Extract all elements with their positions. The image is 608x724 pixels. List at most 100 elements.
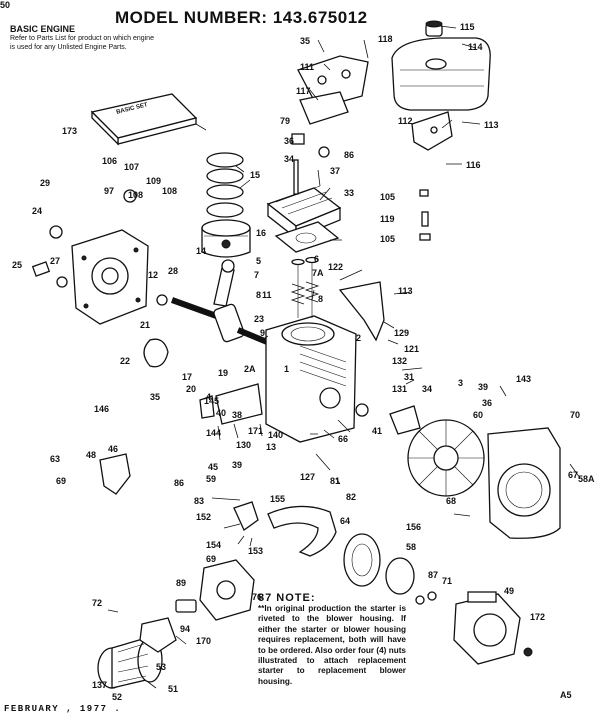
callout-label: 112	[398, 116, 413, 126]
section-heading: BASIC ENGINE	[10, 24, 76, 34]
callout-label: 108	[162, 186, 178, 196]
note-body: **In original production the starter is …	[258, 604, 406, 686]
note-title: 87 NOTE:	[258, 592, 316, 604]
callout-label: 82	[346, 492, 357, 502]
callout-label: 5	[256, 256, 262, 266]
callout-label: 69	[56, 476, 67, 486]
callout-label: 129	[394, 328, 410, 338]
callout-label: 51	[168, 684, 179, 694]
callout-label: 140	[268, 430, 284, 440]
callout-label: 11	[262, 290, 272, 300]
callout-label: 60	[473, 410, 484, 420]
tank-mount-bracket-icon	[411, 111, 453, 151]
callout-label: 106	[102, 156, 118, 166]
callout-label: 46	[108, 444, 119, 454]
callout-label: 49	[504, 586, 515, 596]
callout-label: 81	[330, 476, 341, 486]
callout-label: 89	[176, 578, 187, 588]
callout-label: 63	[50, 454, 61, 464]
callout-label: 109	[146, 176, 162, 186]
callout-label: 121	[404, 344, 420, 354]
callout-label: 76	[252, 592, 263, 602]
callout-label: 35	[300, 36, 311, 46]
callout-label: 34	[422, 384, 433, 394]
callout-label: 97	[104, 186, 115, 196]
callout-label: 170	[196, 636, 212, 646]
callout-label: 72	[92, 598, 103, 608]
small-parts-icon	[31, 133, 533, 657]
callout-label: 114	[468, 42, 483, 52]
callout-label: 31	[404, 372, 415, 382]
callout-label: 87	[428, 570, 439, 580]
callout-label: 173	[62, 126, 78, 136]
callout-label: 107	[124, 162, 140, 172]
section-note: Refer to Parts List for product on which…	[10, 35, 154, 51]
callout-label: 36	[482, 398, 493, 408]
callout-label: 171	[248, 426, 264, 436]
callout-label: 13	[266, 442, 277, 452]
callout-label: 39	[478, 382, 489, 392]
model-label: MODEL NUMBER:	[115, 8, 268, 27]
callout-label: 6	[314, 254, 320, 264]
callout-label: 130	[236, 440, 252, 450]
callout-label: 2	[356, 333, 362, 343]
callout-label: 113	[484, 120, 499, 130]
callout-label: 59	[206, 474, 217, 484]
callout-label: 116	[466, 160, 481, 170]
callout-label: 105	[380, 234, 396, 244]
callout-label: 41	[372, 426, 383, 436]
callout-label: 36	[284, 136, 295, 146]
callout-label: 39	[232, 460, 243, 470]
callout-label: 7	[254, 270, 260, 280]
valves-springs-icon	[290, 256, 320, 318]
callout-label: 146	[94, 404, 110, 414]
callout-label: 79	[280, 116, 291, 126]
callout-label: 1	[284, 364, 290, 374]
callout-label: 38	[232, 410, 243, 420]
callout-label: 4	[206, 392, 212, 402]
callout-label: 68	[446, 496, 457, 506]
callout-label: 152	[196, 512, 212, 522]
callout-label: 105	[380, 192, 396, 202]
callout-label: 45	[208, 462, 219, 472]
piston-rings-icon	[206, 152, 244, 218]
callout-label: 132	[392, 356, 408, 366]
callout-label: 40	[216, 408, 227, 418]
callout-label: 50	[0, 0, 11, 10]
callout-label: 71	[442, 576, 453, 586]
callout-label: 35	[150, 392, 161, 402]
callout-label: 58A	[578, 474, 595, 484]
callout-label: 33	[344, 188, 355, 198]
piston-icon	[201, 219, 251, 258]
callout-label: 94	[180, 624, 191, 634]
engine-block-icon	[265, 315, 357, 443]
callout-label: 67	[568, 470, 579, 480]
callout-label: 3	[458, 378, 464, 388]
callout-label: 154	[206, 540, 222, 550]
callout-label: 153	[248, 546, 264, 556]
crankshaft-icon	[170, 297, 274, 347]
callout-label: 144	[206, 428, 222, 438]
head-gasket-icon	[274, 221, 340, 253]
callout-label: 156	[406, 522, 422, 532]
callout-label: 17	[182, 372, 193, 382]
callout-label: 34	[284, 154, 295, 164]
callout-label: 70	[570, 410, 581, 420]
starter-pulley-icon	[343, 533, 415, 595]
callout-label: 12	[148, 270, 159, 280]
model-number: 143.675012	[272, 8, 368, 27]
tank-bracket-icon	[297, 55, 369, 125]
callout-label: 86	[344, 150, 355, 160]
footer-date: FEBRUARY , 1977 .	[4, 704, 122, 714]
callout-label: 86	[174, 478, 185, 488]
callout-label: 113	[398, 286, 413, 296]
callout-label: 131	[392, 384, 408, 394]
callout-label: 14	[196, 246, 207, 256]
callout-label: 21	[140, 320, 151, 330]
callout-label: 15	[250, 170, 261, 180]
callout-label: 108	[128, 190, 144, 200]
crankcase-cover-icon	[71, 229, 149, 325]
model-title: MODEL NUMBER: 143.675012	[115, 8, 368, 28]
